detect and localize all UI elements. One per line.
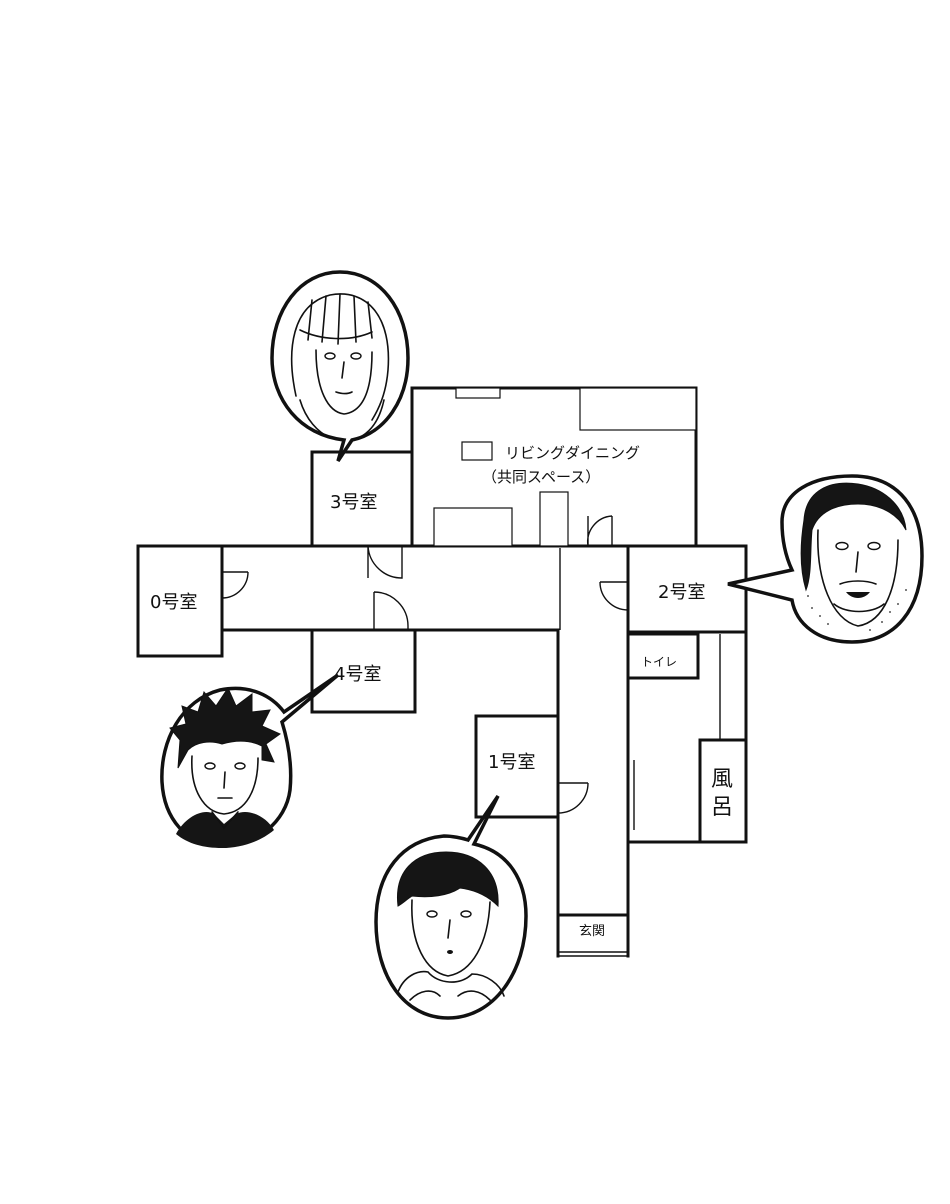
toilet-wall — [626, 632, 700, 680]
dining-table — [539, 491, 569, 547]
living-label: リビングダイニング — [505, 444, 640, 462]
sofa — [433, 507, 513, 547]
spiky-hair-man-portrait-icon — [160, 673, 340, 848]
toilet-label: トイレ — [641, 655, 677, 669]
bath-wall — [698, 738, 748, 844]
bath-block-wall — [626, 630, 748, 844]
bath-label-bottom: 呂 — [711, 795, 733, 820]
living-furniture — [433, 387, 697, 547]
tv-unit — [461, 441, 493, 461]
short-hair-man-portrait-icon — [374, 795, 528, 1020]
room1-wall — [474, 714, 560, 819]
woman-portrait-icon — [270, 270, 410, 462]
kitchen-counter — [579, 387, 697, 431]
room1-label: 1号室 — [488, 752, 535, 773]
room2-label: 2号室 — [658, 582, 705, 603]
room-labels: リビングダイニング （共同スペース） 3号室 0号室 4号室 1号室 2号室 ト… — [150, 444, 733, 939]
floor-plan-walls — [136, 386, 748, 958]
room4-wall — [310, 628, 417, 714]
bath-label-top: 風 — [711, 767, 733, 792]
door-swings — [221, 515, 629, 814]
entrance-label: 玄関 — [579, 924, 605, 939]
window-sill — [455, 387, 501, 399]
living-sub-label: （共同スペース） — [482, 468, 600, 486]
room0-wall — [136, 544, 224, 658]
room0-label: 0号室 — [150, 592, 197, 613]
room3-label: 3号室 — [330, 492, 377, 513]
room4-label: 4号室 — [334, 664, 381, 685]
bearded-man-portrait-icon — [727, 474, 924, 644]
